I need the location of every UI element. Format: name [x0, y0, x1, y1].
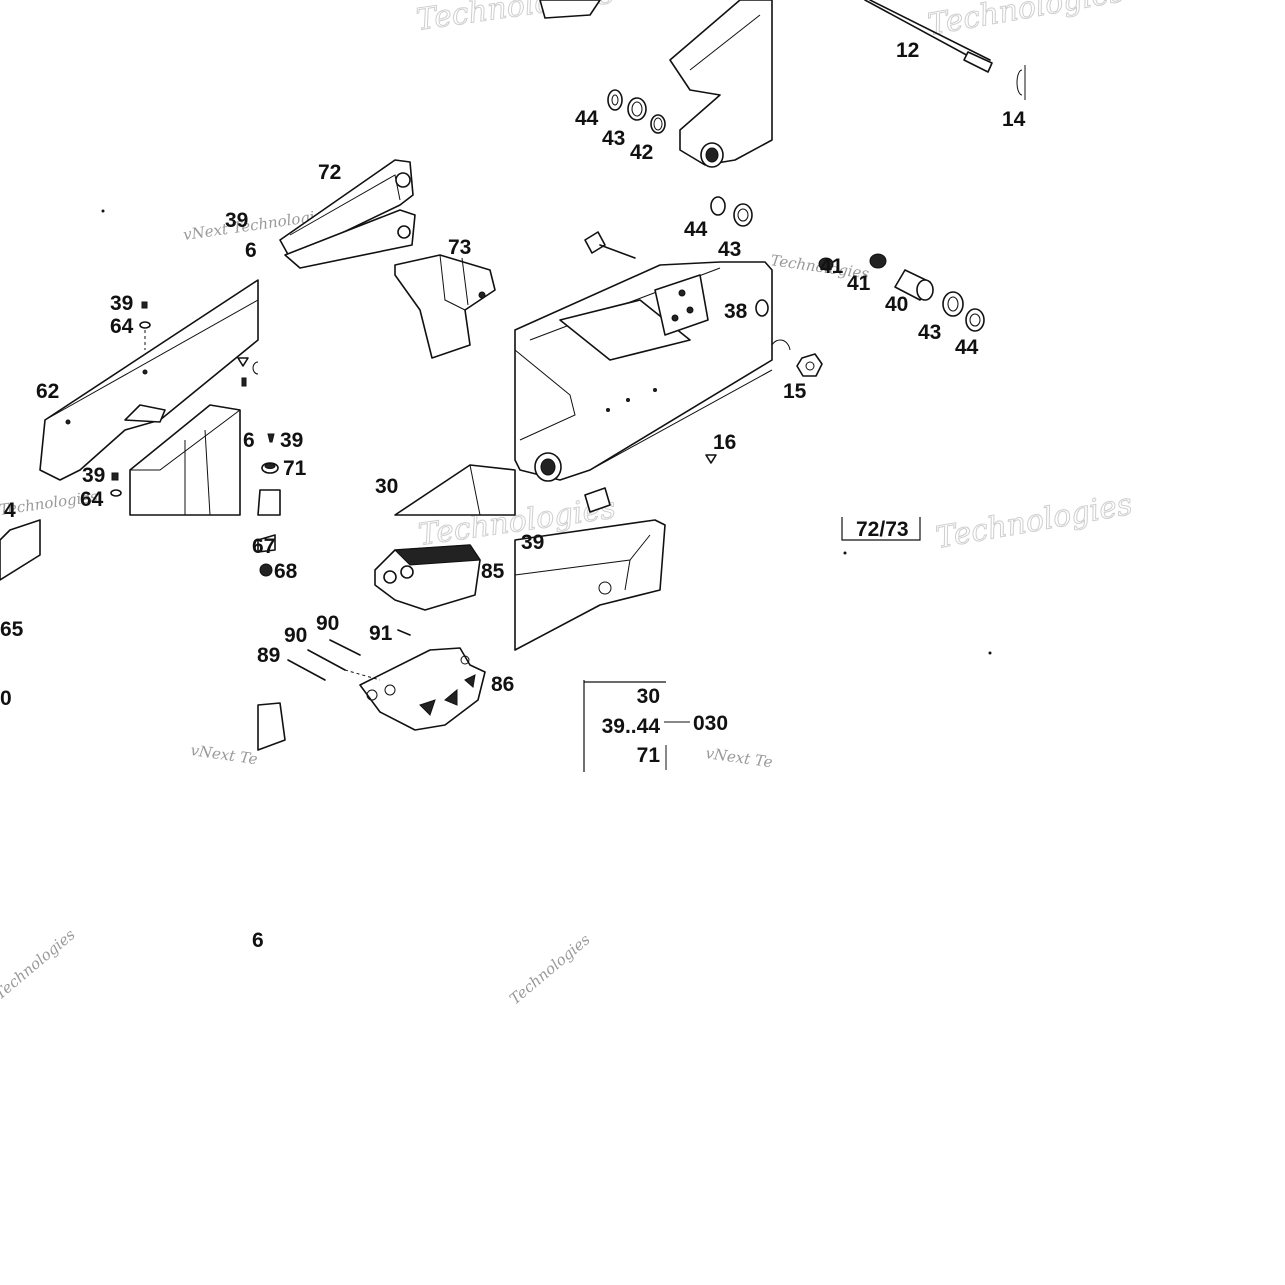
watermark-text: Technologies: [0, 925, 79, 1003]
callout-64: 64: [80, 488, 104, 511]
watermark-text: Technologies: [925, 0, 1127, 43]
callout-67: 67: [252, 535, 275, 558]
callout-39: 39: [521, 531, 544, 554]
assembly-row-parts: 71: [637, 744, 661, 767]
callout-44: 44: [575, 107, 599, 130]
callout-65: 65: [0, 618, 24, 641]
chain-slider-tile: [257, 159, 516, 516]
assembly-row-parts: 39..44: [602, 715, 661, 738]
callout-41: 41: [820, 255, 844, 278]
callout-39: 39: [280, 429, 303, 452]
callout-0: 0: [0, 687, 12, 710]
watermark-text: Technologies: [933, 487, 1135, 556]
callout-42: 42: [630, 141, 653, 164]
callout-4: 4: [4, 499, 16, 522]
callout-90: 90: [284, 624, 307, 647]
callout-6: 6: [243, 429, 255, 452]
callout-12: 12: [896, 39, 919, 62]
callout-44: 44: [684, 218, 708, 241]
callout-6: 6: [252, 929, 264, 952]
callout-90: 90: [316, 612, 339, 635]
callout-39: 39: [110, 292, 133, 315]
assembly-table: [583, 680, 690, 772]
callout-62: 62: [36, 380, 59, 403]
callout-14: 14: [1002, 108, 1026, 131]
callout-89: 89: [257, 644, 280, 667]
callout-39: 39: [82, 464, 105, 487]
assembly-row-parts: 30: [637, 685, 660, 708]
callout-73: 73: [448, 236, 471, 259]
callout-43: 43: [718, 238, 741, 261]
watermark-text: vNext Te: [189, 741, 258, 768]
callout-72: 72: [318, 161, 341, 184]
assembly-group-number: 030: [693, 712, 728, 735]
swingarm-tile: [514, 0, 773, 651]
callout-71: 71: [283, 457, 307, 480]
callout-40: 40: [885, 293, 908, 316]
callout-41: 41: [847, 272, 871, 295]
callout-6: 6: [245, 239, 257, 262]
callout-64: 64: [110, 315, 134, 338]
callout-15: 15: [783, 380, 807, 403]
callout-86: 86: [491, 673, 514, 696]
callout-39: 39: [225, 209, 248, 232]
callout-85: 85: [481, 560, 505, 583]
watermark-text: Technologies: [506, 930, 594, 1008]
guide-tile: [257, 534, 486, 751]
watermark-text: vNext Te: [704, 744, 773, 771]
callout-43: 43: [918, 321, 941, 344]
callout-43: 43: [602, 127, 625, 150]
callout-44: 44: [955, 336, 979, 359]
callout-68: 68: [274, 560, 298, 583]
axle-tile: [771, 0, 1026, 655]
callout-16: 16: [713, 431, 736, 454]
chain-guard-tile: [0, 209, 259, 581]
callout-labels: 12 14 44 43 42 72 39 6 73 44 43 41 41 40…: [0, 39, 1026, 952]
callout-91: 91: [369, 622, 393, 645]
callout-30: 30: [375, 475, 398, 498]
kit-reference-label: 72/73: [856, 518, 909, 541]
callout-38: 38: [724, 300, 748, 323]
